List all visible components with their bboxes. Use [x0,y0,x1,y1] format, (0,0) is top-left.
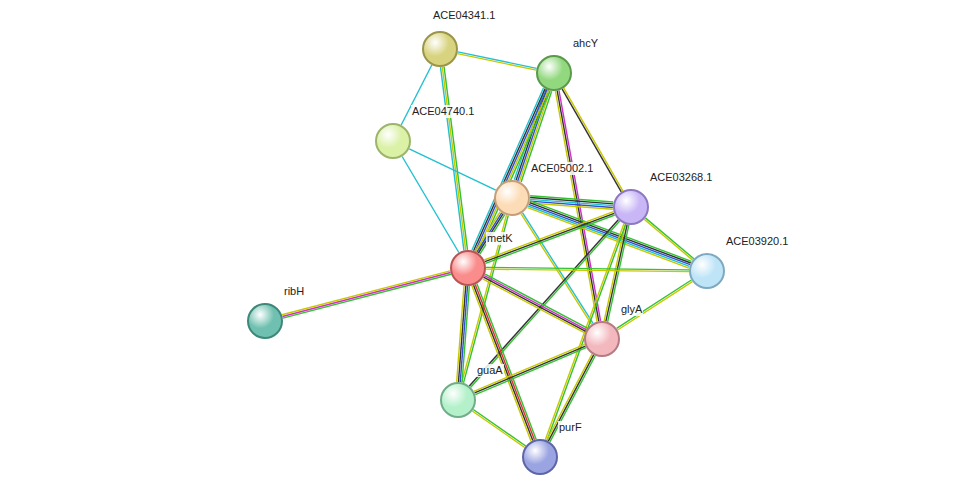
evidence-line [442,67,465,250]
protein-node: ACE05002.1 [494,180,530,216]
interaction-edge [547,354,595,442]
evidence-line [547,224,626,440]
node-label: glyA [620,303,643,316]
evidence-line [617,280,692,328]
evidence-line [548,355,593,441]
interaction-edge [486,267,689,271]
evidence-line [483,279,585,333]
node-label: ACE03268.1 [649,171,713,184]
node-label: ACE03920.1 [725,235,789,248]
evidence-line [440,67,463,250]
evidence-line [644,219,692,260]
node-label: ACE05002.1 [530,162,594,175]
evidence-line [486,269,689,272]
evidence-line [457,54,536,71]
evidence-line [529,203,690,263]
evidence-line [547,354,592,440]
interaction-edge [472,410,525,448]
interaction-edge [483,274,588,333]
evidence-line [484,212,613,260]
evidence-line [282,271,450,315]
interaction-edge [474,344,586,394]
protein-node: ACE04341.1 [422,31,458,67]
evidence-line [458,52,537,69]
evidence-line [282,273,450,317]
interaction-edge [409,149,496,190]
interaction-edge [484,212,615,264]
interaction-edge [617,280,693,330]
evidence-line [283,274,451,318]
protein-node: ribH [247,303,283,339]
interaction-edge [545,224,625,441]
protein-node: guaA [440,382,476,418]
node-label: ribH [283,285,305,298]
evidence-line [477,284,536,439]
evidence-line [645,218,693,259]
node-label: ACE04740.1 [411,105,475,118]
evidence-line [474,344,585,391]
evidence-line [458,286,465,382]
protein-node: ACE03920.1 [689,253,725,289]
evidence-line [473,410,525,446]
protein-node: glyA [584,321,620,357]
interaction-edge [282,271,451,318]
interaction-edge [457,286,470,383]
evidence-line [484,276,586,330]
evidence-line [409,149,496,190]
protein-node: metK [450,250,486,286]
evidence-line [485,215,614,263]
node-label: purF [558,421,583,434]
evidence-line [545,224,624,440]
node-label: ACE04341.1 [432,9,496,22]
evidence-line [475,346,586,393]
evidence-line [550,356,595,442]
interaction-edge [644,218,694,260]
protein-node: ahcY [536,55,572,91]
protein-node: purF [522,439,558,475]
protein-node: ACE03268.1 [613,189,649,225]
interaction-edge [402,156,459,252]
evidence-line [472,286,531,441]
node-label: ahcY [572,37,599,50]
interaction-edge [440,67,467,251]
evidence-line [475,348,586,395]
node-label: metK [486,232,514,245]
evidence-line [472,411,524,447]
evidence-line [444,67,467,250]
interaction-edge [457,52,536,70]
evidence-line [618,282,693,330]
protein-node: ACE04740.1 [375,123,411,159]
evidence-line [483,277,585,331]
evidence-line [457,286,464,382]
node-label: guaA [476,364,504,377]
evidence-line [485,274,587,328]
evidence-line [474,285,533,440]
evidence-line [485,213,614,261]
evidence-line [402,156,459,252]
evidence-line [460,286,467,382]
